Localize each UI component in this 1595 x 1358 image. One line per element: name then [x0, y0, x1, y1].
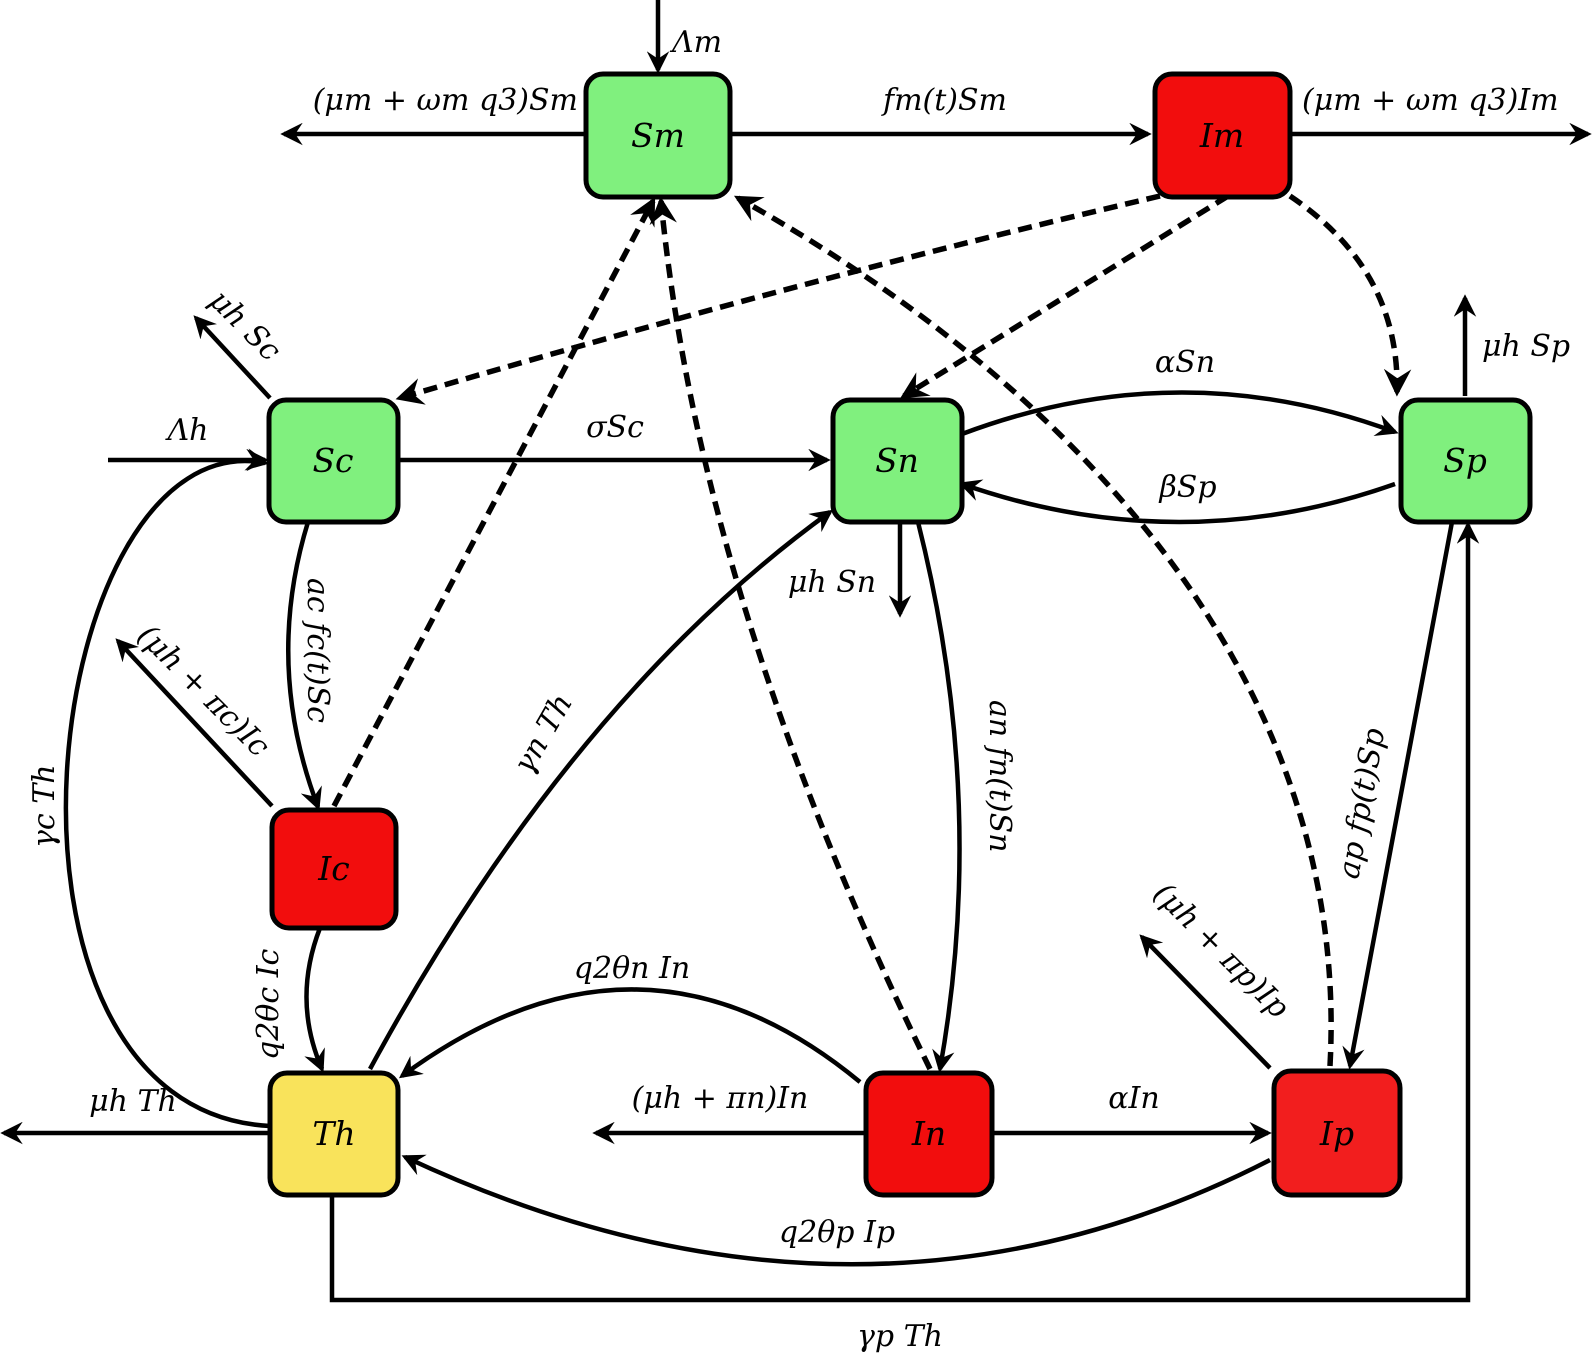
node-label-sp: Sp: [1443, 441, 1487, 480]
dash-in-sm: [649, 196, 933, 1071]
label-lambda-m: Λm: [669, 25, 722, 60]
edge-ic-th: [304, 927, 325, 1073]
node-sc: [266, 397, 401, 525]
node-label-sm: Sm: [631, 116, 685, 155]
label-inf-p: ap fp(t)Sp: [1331, 725, 1392, 881]
edge-death-ic: [115, 638, 274, 808]
label-treat-c: q2θc Ic: [251, 948, 286, 1060]
edge-death-sc: [193, 315, 272, 400]
edge-sp-ip: [1342, 521, 1455, 1070]
node-label-th: Th: [312, 1114, 355, 1153]
label-lambda-h: Λh: [165, 413, 209, 448]
dashed-interactions: [331, 193, 1412, 1071]
node-sm: [583, 71, 733, 200]
label-death-in: (μh + πn)In: [632, 1081, 809, 1116]
node-label-im: Im: [1199, 116, 1244, 155]
label-beta-sp: βSp: [1158, 470, 1216, 505]
edge-sc-ic: [285, 521, 322, 811]
label-gamma-c: γc Th: [27, 764, 62, 848]
label-treat-n: q2θn In: [574, 951, 690, 986]
label-inf-c: ac fc(t)Sc: [300, 578, 335, 723]
node-ic: [269, 807, 399, 931]
dash-im-sp: [1288, 193, 1412, 397]
label-treat-p: q2θp Ip: [779, 1215, 895, 1250]
node-label-ic: Ic: [317, 849, 350, 888]
node-label-sc: Sc: [312, 441, 353, 480]
node-in: [863, 1070, 995, 1198]
node-th: [267, 1070, 401, 1198]
node-ip: [1271, 1068, 1403, 1198]
dash-ip-sm: [733, 195, 1334, 1067]
edge-sn-in: [915, 521, 962, 1073]
label-death-th: μh Th: [89, 1084, 177, 1119]
label-death-ip: (μh + πp)Ip: [1146, 876, 1295, 1025]
dash-im-sn: [900, 193, 1230, 399]
node-sn: [830, 397, 965, 525]
label-death-sp: μh Sp: [1482, 329, 1570, 364]
edge-gamma-n: [368, 509, 834, 1071]
edge-gamma-p: [329, 521, 1480, 1303]
node-label-ip: Ip: [1319, 1114, 1354, 1153]
edge-ip-th: [401, 1154, 1272, 1267]
label-force-m: fm(t)Sm: [881, 83, 1007, 118]
node-sp: [1398, 397, 1533, 525]
compartments: [266, 71, 1533, 1198]
label-inf-n: an fn(t)Sn: [982, 700, 1017, 853]
label-death-sn: μh Sn: [788, 565, 876, 600]
dash-ic-sm: [331, 196, 656, 808]
edge-death-ip: [1139, 934, 1272, 1070]
dash-im-sc: [395, 193, 1161, 405]
edge-gamma-c: [63, 448, 271, 1129]
label-alpha-in: αIn: [1108, 1081, 1159, 1116]
node-label-sn: Sn: [875, 441, 919, 480]
label-sigma-sc: σSc: [586, 410, 644, 445]
solid-transitions: [0, 0, 1592, 1303]
node-im: [1152, 71, 1293, 200]
label-death-ic: (μh + πc)Ic: [130, 618, 276, 764]
edge-sp-sn: [958, 479, 1396, 525]
node-label-in: In: [911, 1114, 946, 1153]
node-labels: Sm Im Sc Sn Sp Ic Th In Ip: [312, 116, 1487, 1153]
edge-in-th: [398, 987, 862, 1084]
label-death-sc: μh Sc: [202, 283, 287, 368]
label-mosq-death-s: (μm + ωm q3)Sm: [313, 83, 578, 118]
label-mosq-death-i: (μm + ωm q3)Im: [1302, 83, 1559, 118]
label-alpha-sn: αSn: [1155, 345, 1215, 380]
label-gamma-p: γp Th: [857, 1319, 943, 1354]
edge-sn-sp: [961, 390, 1399, 437]
